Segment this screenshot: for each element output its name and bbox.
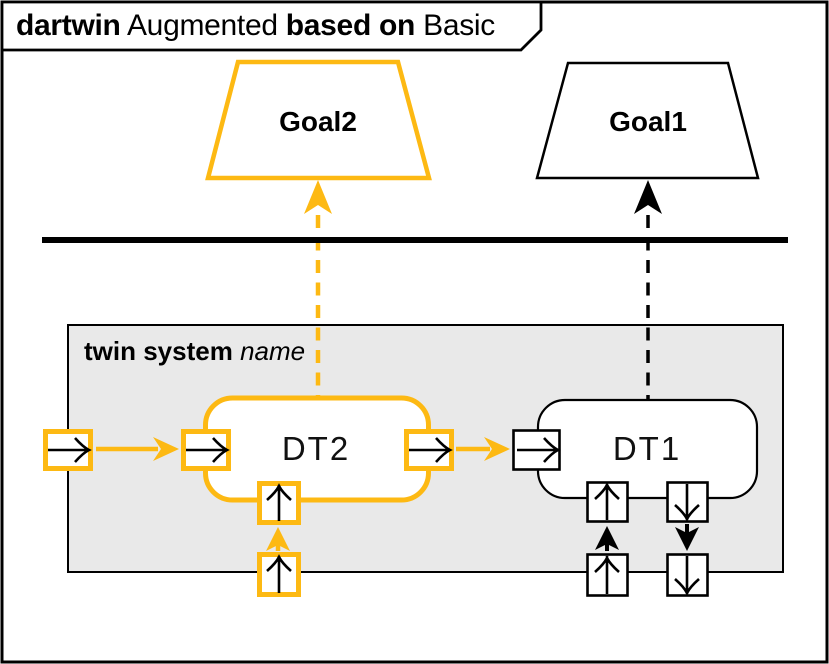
- flow-up-icon: [594, 482, 620, 520]
- flow-arrowhead-right-icon: [153, 437, 179, 461]
- flow-arrowhead-up-icon: [595, 526, 619, 550]
- goal1-trapezoid: [535, 61, 760, 180]
- flow-arrowhead-up-icon: [266, 527, 290, 551]
- twin-system-name: name: [240, 336, 306, 366]
- dt1-label: DT1: [612, 430, 682, 467]
- port-boundary-bottom-down-black: [666, 553, 709, 597]
- goal2-trapezoid: [205, 59, 432, 181]
- port-boundary-bottom-up-black: [586, 553, 629, 597]
- port-dt1-bottom-up: [586, 481, 629, 523]
- frame-title-keyword: dartwin: [16, 9, 121, 42]
- port-dt2-out: [404, 429, 454, 471]
- port-dt1-in: [512, 429, 561, 471]
- port-boundary-in: [43, 429, 93, 471]
- flow-arrowhead-right-icon: [484, 437, 510, 461]
- port-boundary-bottom-up-yellow: [257, 552, 301, 597]
- frame-title-base-name: Basic: [423, 9, 495, 42]
- twin-system-label: twin system name: [84, 336, 305, 366]
- goal2-arrowhead-up-icon: [304, 180, 332, 214]
- goal2-label: Goal2: [279, 106, 357, 137]
- flow-down-icon: [674, 484, 700, 522]
- frame-title-basedon-keyword: based on: [285, 9, 416, 42]
- flow-up-icon: [266, 483, 292, 521]
- goal1-arrowhead-up-icon: [634, 180, 662, 214]
- flow-up-icon: [594, 555, 620, 594]
- frame-title: dartwin Augmented based on Basic: [16, 7, 531, 45]
- port-dt2-bottom-up: [257, 481, 301, 525]
- port-dt2-in: [181, 429, 231, 471]
- goal1-label: Goal1: [609, 106, 687, 137]
- flow-arrowhead-down-icon: [675, 527, 699, 551]
- flow-right-icon: [517, 437, 561, 463]
- frame-title-model-name: Augmented: [126, 9, 278, 42]
- flow-right-icon: [48, 437, 92, 463]
- frame-title-box: [0, 0, 543, 52]
- flow-down-icon: [674, 556, 700, 596]
- flow-right-icon: [186, 437, 230, 463]
- dt2-label: DT2: [281, 430, 351, 467]
- flow-right-icon: [409, 437, 453, 463]
- flow-up-icon: [266, 554, 292, 593]
- twin-system-keyword: twin system: [84, 336, 233, 366]
- port-dt1-bottom-down: [666, 481, 709, 523]
